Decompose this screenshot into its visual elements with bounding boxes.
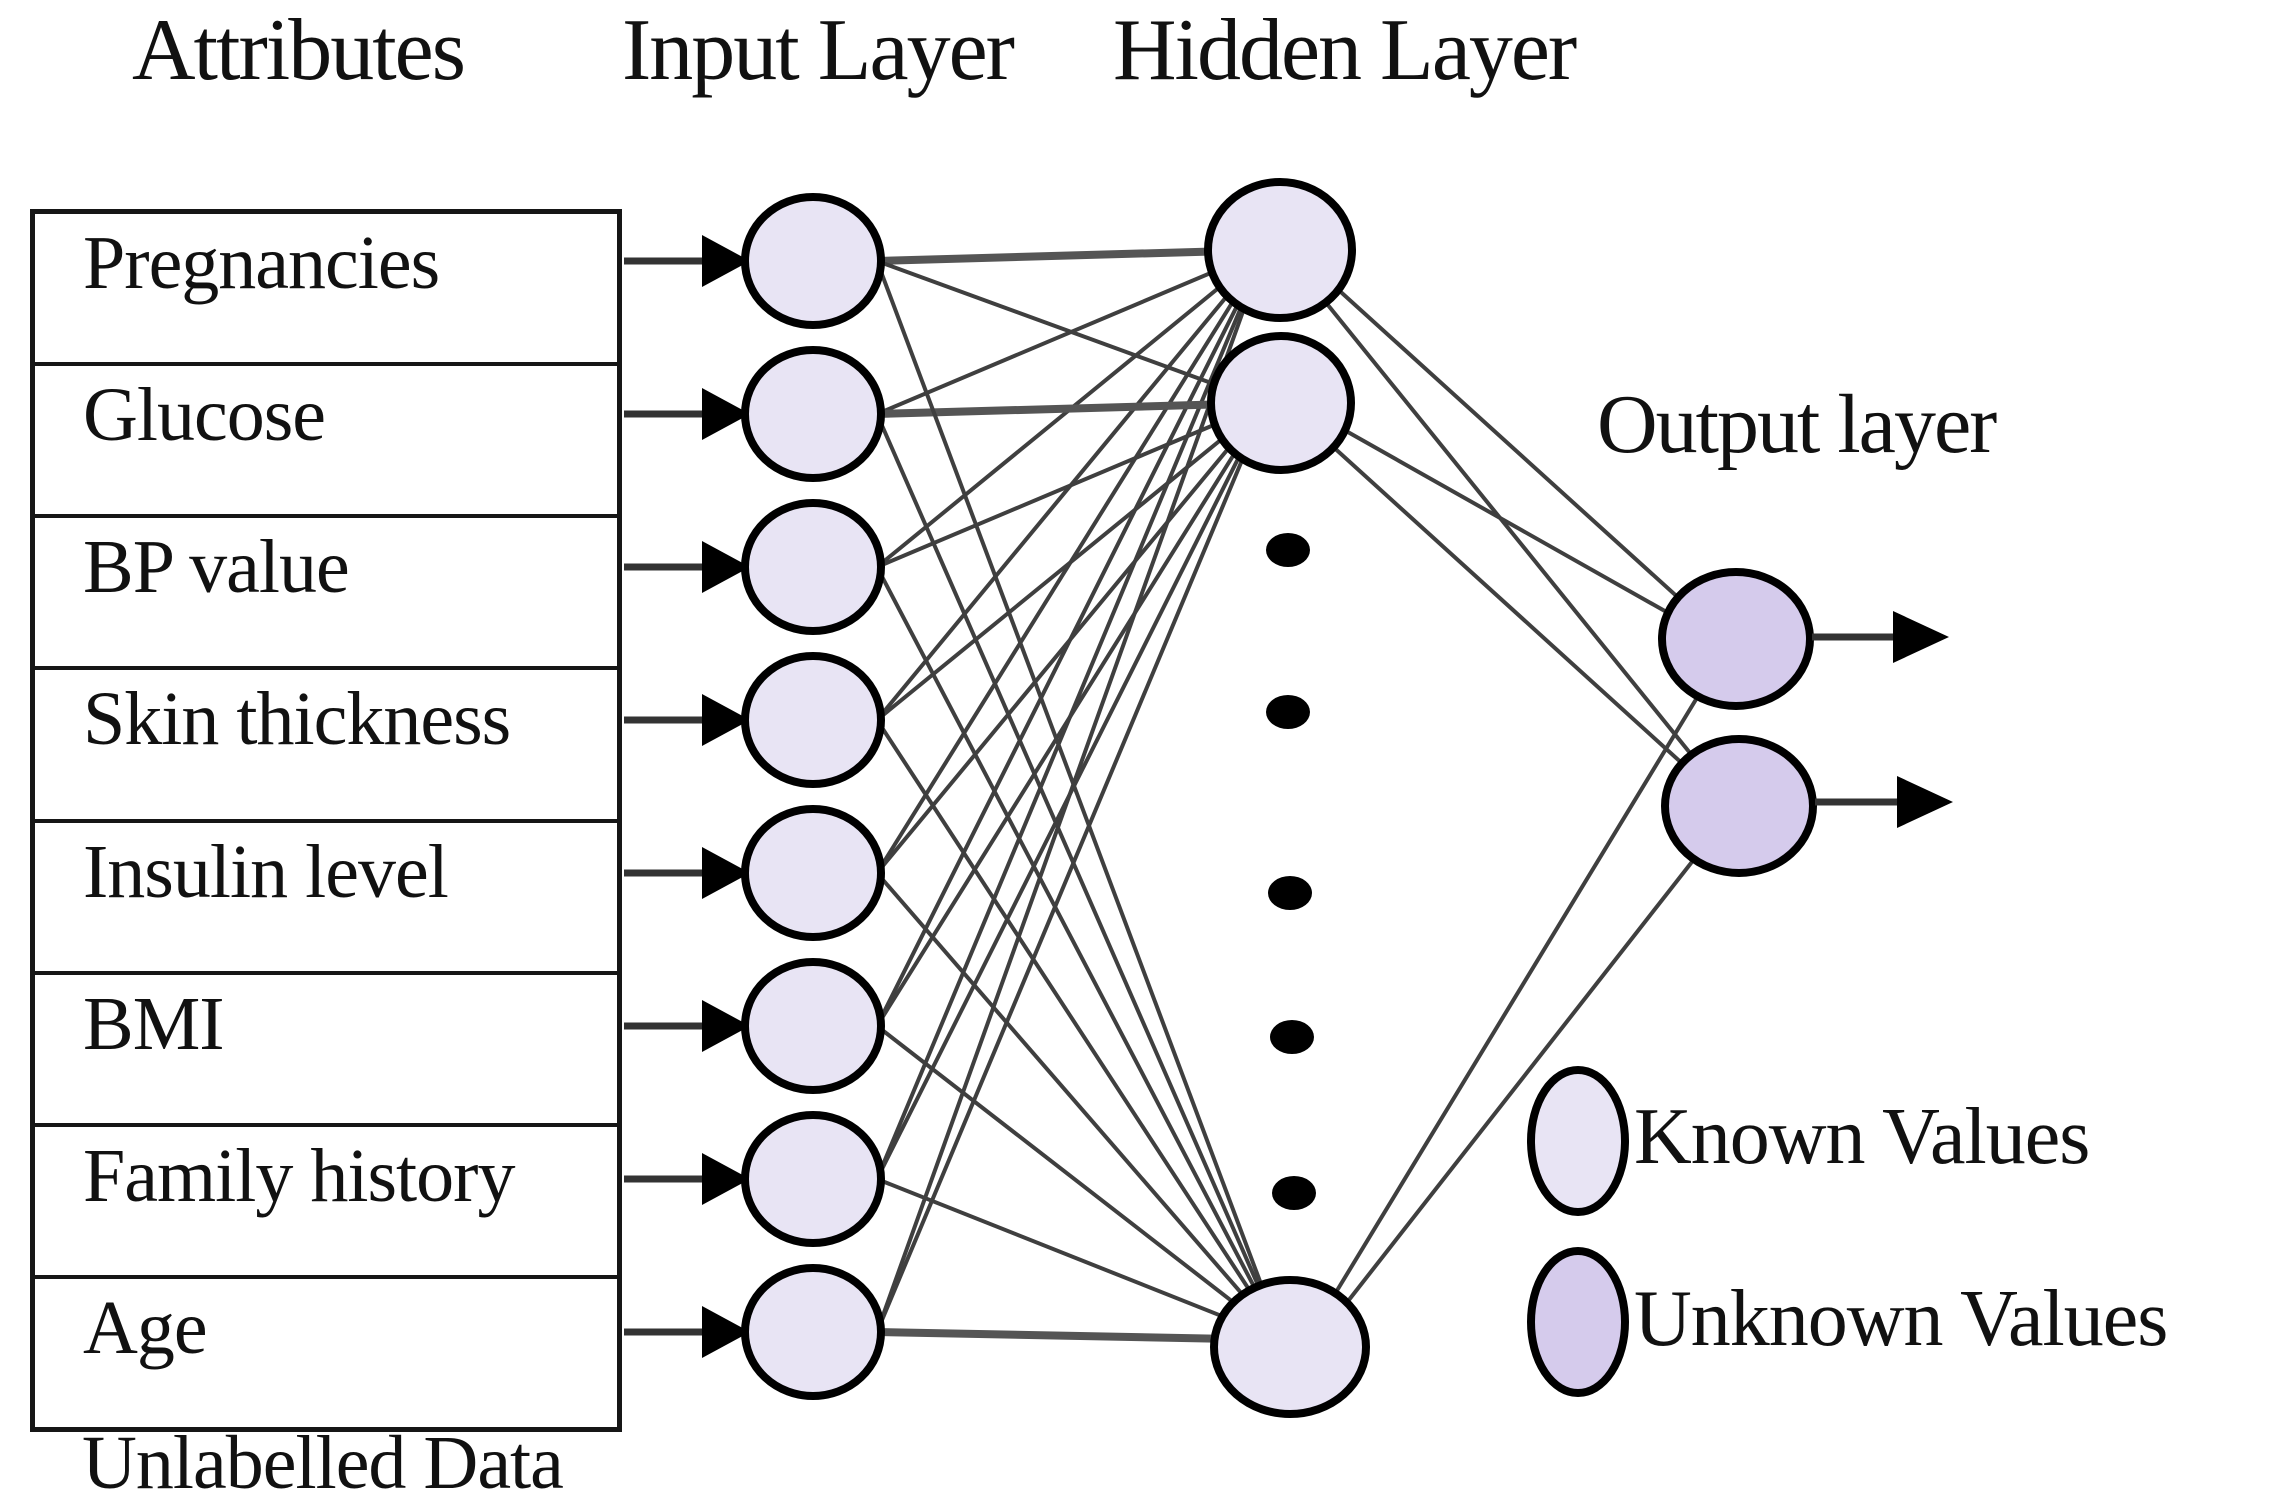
edge-line — [1296, 266, 1730, 802]
edge-line — [875, 401, 1268, 1028]
arrowhead-icon — [1897, 776, 1953, 828]
attribute-label: Pregnancies — [83, 221, 440, 305]
attribute-label: Insulin level — [83, 829, 449, 914]
arrowhead-icon — [1893, 611, 1949, 663]
input-node — [741, 346, 885, 482]
table-row: Pregnancies — [35, 214, 617, 367]
arrowhead-icon — [702, 1000, 750, 1052]
input-layer-header: Input Layer — [622, 2, 1015, 99]
table-caption: Unlabelled Data — [82, 1421, 564, 1493]
legend — [1527, 1066, 1629, 1397]
edge-line — [875, 401, 1268, 722]
input-node — [741, 805, 885, 941]
attribute-label: Family history — [83, 1133, 515, 1218]
input-node — [741, 958, 885, 1094]
ellipsis-dot — [1272, 1176, 1316, 1210]
arrowhead-icon — [702, 1153, 750, 1205]
arrowhead-icon — [702, 541, 750, 593]
attribute-label: BP value — [83, 525, 350, 610]
table-row: BMI — [35, 975, 617, 1127]
table-row: Age — [35, 1279, 617, 1427]
edge-line — [876, 1177, 1283, 1342]
edge-line — [1296, 413, 1730, 807]
attributes-table: Pregnancies Glucose BP value Skin thickn… — [30, 209, 622, 1432]
attribute-label: Skin thickness — [83, 677, 511, 762]
edge-line — [1299, 403, 1726, 647]
hidden-layer-nodes — [1204, 178, 1370, 1418]
arrowhead-icon — [702, 235, 750, 287]
input-node — [741, 1264, 885, 1400]
edge-line — [876, 246, 1266, 265]
table-row: Skin thickness — [35, 670, 617, 823]
edge-line — [876, 399, 1267, 418]
ellipsis-dot — [1266, 695, 1310, 729]
edge-line — [876, 259, 1267, 405]
input-node — [741, 652, 885, 788]
edge-line — [875, 260, 1284, 1341]
input-node — [741, 193, 885, 329]
input-layer-nodes — [741, 193, 885, 1400]
attribute-label: Age — [83, 1285, 208, 1370]
table-row: Glucose — [35, 366, 617, 519]
legend-unknown-swatch — [1527, 1247, 1629, 1397]
hidden-node — [1210, 1276, 1370, 1418]
hidden-to-output-edges — [1296, 253, 1733, 1344]
input-node — [741, 499, 885, 635]
edge-line — [875, 402, 1268, 1180]
attribute-label: Glucose — [83, 373, 326, 458]
table-to-input-arrows — [624, 235, 750, 1358]
arrowhead-icon — [702, 694, 750, 746]
arrowhead-icon — [702, 1306, 750, 1358]
hidden-layer-header: Hidden Layer — [1113, 2, 1577, 99]
edge-line — [1308, 648, 1728, 1337]
legend-known-label: Known Values — [1634, 1093, 2090, 1181]
arrowhead-icon — [702, 388, 750, 440]
legend-unknown-label: Unknown Values — [1634, 1275, 2168, 1363]
input-node — [741, 1111, 885, 1247]
output-layer-header: Output layer — [1597, 378, 1997, 471]
output-node — [1658, 568, 1814, 710]
table-row: Insulin level — [35, 823, 617, 975]
edge-line — [875, 402, 1268, 1333]
attribute-label: BMI — [83, 981, 225, 1066]
hidden-node — [1204, 178, 1356, 322]
edge-line — [1298, 253, 1727, 642]
edge-line — [876, 401, 1267, 569]
ellipsis-dot — [1268, 876, 1312, 910]
attributes-header: Attributes — [132, 2, 466, 99]
hidden-node — [1207, 332, 1355, 474]
table-row: Family history — [35, 1127, 617, 1279]
edge-line — [875, 871, 1284, 1342]
ellipsis-dot — [1266, 533, 1310, 567]
edge-line — [875, 718, 1284, 1342]
edge-line — [875, 413, 1284, 1341]
hidden-layer-ellipsis-dots — [1266, 533, 1316, 1210]
edge-line — [875, 401, 1268, 875]
arrowhead-icon — [702, 847, 750, 899]
output-arrows — [1812, 611, 1953, 828]
table-row: BP value — [35, 518, 617, 671]
output-node — [1661, 735, 1817, 877]
edge-line — [875, 566, 1284, 1341]
ellipsis-dot — [1270, 1020, 1314, 1054]
edge-line — [875, 1024, 1284, 1342]
legend-known-swatch — [1527, 1066, 1629, 1216]
edge-line — [1314, 810, 1733, 1344]
output-layer-nodes — [1658, 568, 1817, 877]
